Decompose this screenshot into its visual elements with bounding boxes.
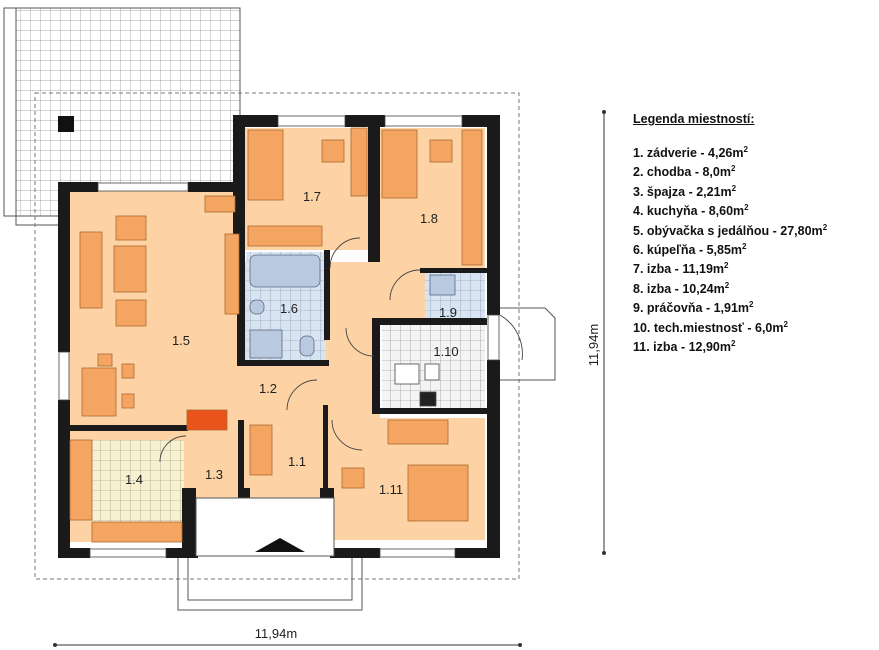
room-label-1-5: 1.5 (172, 333, 190, 348)
room-label-1-4: 1.4 (125, 472, 143, 487)
room-label-1-9: 1.9 (439, 305, 457, 320)
legend-item-text: 3. špajza - 2,21m (633, 184, 732, 199)
legend-item-unit-exponent: 2 (731, 183, 737, 193)
doors (159, 237, 523, 541)
room-label-1-1: 1.1 (288, 454, 306, 469)
legend-item-unit-exponent: 2 (724, 280, 730, 290)
dimension-height: 11,94m (586, 110, 606, 555)
dimension-width-label: 11,94m (255, 626, 297, 641)
legend-item-text: 11. izba - 12,90m (633, 340, 731, 355)
legend-item: 3. špajza - 2,21m2 (633, 179, 873, 199)
legend-item: 8. izba - 10,24m2 (633, 276, 873, 296)
legend-item-unit-exponent: 2 (724, 261, 729, 271)
legend-item-unit-exponent: 2 (749, 300, 754, 310)
dimension-height-label: 11,94m (586, 324, 601, 366)
room-label-1-6: 1.6 (280, 301, 298, 316)
legend-item: 10. tech.miestnosť - 6,0m2 (633, 315, 873, 335)
walls (58, 115, 500, 558)
legend-item: 6. kúpeľňa - 5,85m2 (633, 237, 873, 258)
legend-item: 7. izba - 11,19m2 (633, 256, 873, 277)
legend-item-unit-exponent: 2 (822, 222, 828, 232)
roof-outline (34, 92, 520, 580)
room-label-1-10: 1.10 (433, 344, 458, 359)
legend-title: Legenda miestností: (633, 112, 755, 126)
legend-item-text: 9. práčovňa - 1,91m (633, 301, 750, 316)
legend-item: 5. obývačka s jedálňou - 27,80m2 (633, 218, 873, 238)
room-label-1-11: 1.11 (379, 482, 403, 497)
legend-item-text: 1. zádverie - 4,26m (633, 146, 744, 161)
legend-item-text: 4. kuchyňa - 8,60m (633, 204, 745, 219)
legend-item-text: 10. tech.miestnosť - 6,0m (633, 320, 784, 335)
windows (58, 115, 500, 558)
room-legend: Legenda miestností: 1. zádverie - 4,26m2… (633, 112, 873, 355)
dimension-width: 11,94m (53, 626, 522, 647)
furniture (69, 127, 483, 543)
room-label-1-8: 1.8 (420, 211, 438, 226)
legend-item-unit-exponent: 2 (742, 241, 747, 251)
room-label-1-7: 1.7 (303, 189, 321, 204)
terrace (3, 7, 241, 226)
legend-item-unit-exponent: 2 (730, 338, 736, 348)
legend-item-text: 2. chodba - 8,0m (633, 165, 731, 180)
legend-item: 9. práčovňa - 1,91m2 (633, 295, 873, 316)
legend-item-text: 5. obývačka s jedálňou - 27,80m (633, 223, 823, 238)
floors (68, 128, 485, 542)
legend-item-unit-exponent: 2 (783, 319, 788, 329)
room-labels: 1.7 1.8 1.5 1.6 1.9 1.10 1.2 1.1 1.3 1.4… (125, 189, 459, 497)
legend-item: 1. zádverie - 4,26m2 (633, 140, 873, 161)
bathroom-fixtures (249, 254, 456, 407)
legend-item: 4. kuchyňa - 8,60m2 (633, 198, 873, 219)
legend-item-text: 7. izba - 11,19m (633, 262, 725, 277)
legend-item: 2. chodba - 8,0m2 (633, 159, 873, 180)
legend-item-unit-exponent: 2 (743, 145, 748, 154)
legend-item-unit-exponent: 2 (744, 203, 749, 213)
legend-item-unit-exponent: 2 (730, 164, 736, 174)
room-label-1-3: 1.3 (205, 467, 223, 482)
legend-item-text: 8. izba - 10,24m (633, 281, 725, 296)
legend-item-text: 6. kúpeľňa - 5,85m (633, 243, 743, 258)
room-label-1-2: 1.2 (259, 381, 277, 396)
entrance (177, 307, 556, 611)
legend-item: 11. izba - 12,90m2 (633, 334, 873, 355)
